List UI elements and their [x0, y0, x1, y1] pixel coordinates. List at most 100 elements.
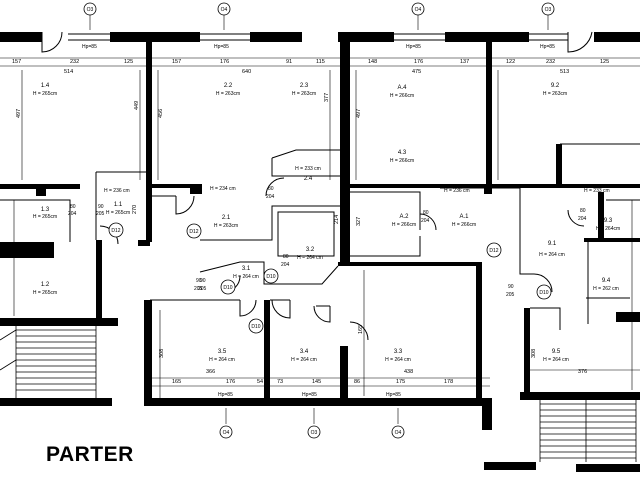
- center-wall: [340, 32, 350, 262]
- dim-text: 308: [159, 349, 165, 358]
- door-tag: [186, 223, 202, 239]
- lower-wall: [476, 262, 482, 402]
- svg-text:A.1: A.1: [459, 214, 469, 220]
- ceiling-height: H = 236 cm: [444, 188, 470, 194]
- dim-text: 115: [316, 59, 325, 65]
- svg-text:3.4: 3.4: [300, 349, 309, 355]
- partition-line: [350, 191, 421, 230]
- ceiling-height: H = 234 cm: [210, 186, 236, 192]
- room-1-4: 1.4H = 265cm: [33, 83, 57, 97]
- stair-tread: [0, 359, 17, 371]
- dim-text: 449: [134, 101, 140, 110]
- ceiling-height: H = 233 cm: [584, 188, 610, 194]
- axis-line: [89, 14, 549, 30]
- window: [374, 399, 420, 406]
- dim-text: 148: [368, 59, 377, 65]
- room-2-3: 2.3H = 263cm: [292, 83, 316, 97]
- door-tag-label: D10: [223, 285, 232, 291]
- window-marker: [217, 2, 231, 16]
- floor-title: PARTER: [46, 443, 134, 466]
- door-size: 80: [580, 208, 586, 214]
- svg-text:1.2: 1.2: [41, 282, 50, 288]
- window-marker-label: O3: [87, 7, 94, 13]
- room-3-5: 3.5H = 264 cm: [209, 349, 235, 363]
- window: [68, 33, 110, 41]
- room-labels: 1.4H = 265cm 2.2 H = 263cm 2.3H = 263cm A…: [33, 83, 620, 363]
- door-size: 205: [506, 292, 515, 298]
- stair-left: [0, 326, 97, 398]
- window: [394, 33, 445, 41]
- window-markers: O3 O4 O4 O3 O4 O3 O4 Hp=85 Hp=85 Hp=85 H…: [82, 2, 555, 439]
- window-marker-label: O4: [415, 7, 422, 13]
- door-tag-label: D10: [539, 290, 548, 296]
- partition-line: [440, 187, 534, 275]
- dim-text: 175: [396, 379, 405, 385]
- room-3-3: 3.3H = 264 cm: [385, 349, 411, 363]
- door-tag: [263, 268, 279, 284]
- svg-text:H = 264 cm: H = 264 cm: [233, 274, 259, 280]
- door-tag: [108, 222, 124, 238]
- stair-right: [539, 400, 637, 462]
- svg-text:9.3: 9.3: [604, 218, 613, 224]
- door-swing: [41, 31, 63, 53]
- window-height: Hp=85: [218, 392, 233, 398]
- room-2-4: 2.4H = 233 cm: [295, 166, 321, 182]
- door-size: 80: [268, 186, 274, 192]
- dim-text: 232: [70, 59, 79, 65]
- partition-line: [350, 236, 421, 257]
- room-9-4: 9.4H = 262 cm: [593, 278, 619, 292]
- window: [529, 33, 568, 41]
- dim-text: 214: [334, 215, 340, 224]
- window-height: Hp=85: [386, 392, 401, 398]
- door-tag-label: D10: [266, 274, 275, 280]
- door-size: 204: [578, 216, 587, 222]
- door-swing: [313, 305, 331, 323]
- ceiling-height: H = 236 cm: [104, 188, 130, 194]
- window-marker-label: O4: [221, 7, 228, 13]
- svg-text:2.4: 2.4: [304, 176, 313, 182]
- window: [292, 399, 334, 406]
- thin-lines: [0, 143, 640, 330]
- door-swing: [533, 273, 553, 293]
- svg-text:2.2: 2.2: [224, 83, 233, 89]
- dim-text: 73: [277, 379, 283, 385]
- top-wall: [338, 32, 394, 42]
- partition-line: [271, 149, 340, 159]
- svg-text:9.4: 9.4: [602, 278, 611, 284]
- room-3-2: 3.2H = 264 cm: [297, 247, 323, 261]
- svg-text:H = 264 cm: H = 264 cm: [291, 357, 317, 363]
- svg-text:H = 264 cm: H = 264 cm: [209, 357, 235, 363]
- door-tag-label: D10: [251, 324, 260, 330]
- door-size: 205: [198, 286, 207, 292]
- dim-text: 86: [354, 379, 360, 385]
- dim-text: 232: [546, 59, 555, 65]
- partition-line: [200, 205, 340, 241]
- svg-text:H = 266cm: H = 266cm: [392, 222, 416, 228]
- door-swing: [239, 299, 257, 317]
- door-sizes: 80 204 90 205 90 205 90 205 80 204 80 20…: [68, 186, 587, 298]
- door-size: 80: [70, 204, 76, 210]
- svg-text:H = 264 cm: H = 264 cm: [297, 255, 323, 261]
- door-tags: D12 D12 D10 D10 D12 D10 D10: [108, 222, 552, 334]
- dim-text: 327: [356, 217, 362, 226]
- door-swing: [349, 321, 369, 341]
- svg-text:1.3: 1.3: [41, 207, 50, 213]
- svg-text:1.1: 1.1: [114, 202, 123, 208]
- svg-text:H = 264 cm: H = 264 cm: [543, 357, 569, 363]
- svg-text:H = 265cm: H = 265cm: [106, 210, 130, 216]
- door-size: 90: [200, 278, 206, 284]
- lower-wall: [340, 346, 348, 398]
- door-size: 90: [98, 204, 104, 210]
- room-1-1: 1.1 H = 265cm: [106, 202, 130, 216]
- partition: [152, 184, 202, 188]
- dim-text: 145: [312, 379, 321, 385]
- svg-text:A.4: A.4: [397, 85, 407, 91]
- window-marker: [219, 425, 233, 439]
- svg-text:9.5: 9.5: [552, 349, 561, 355]
- post: [36, 186, 46, 196]
- dim-text: 125: [124, 59, 133, 65]
- room-1-3: 1.3H = 265cm: [33, 207, 57, 220]
- door-size: 204: [421, 218, 430, 224]
- svg-text:H = 263cm: H = 263cm: [216, 91, 240, 97]
- door-swing: [419, 213, 437, 231]
